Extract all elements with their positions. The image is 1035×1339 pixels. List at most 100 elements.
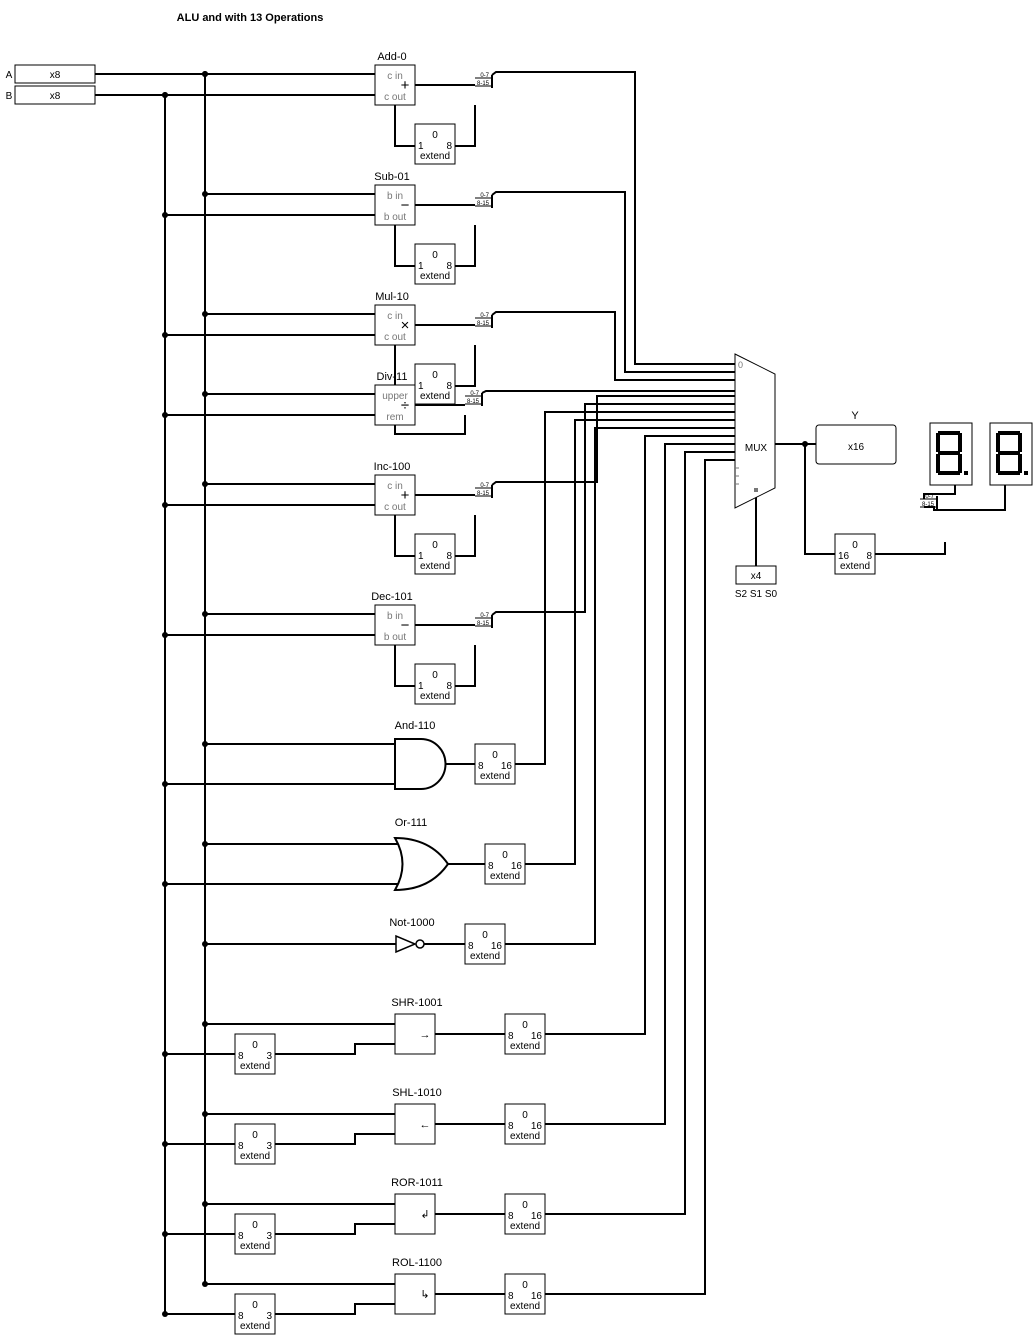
shifter-icon: ↳ <box>420 1289 429 1301</box>
mux-block <box>734 353 776 509</box>
wire <box>875 542 946 555</box>
mux-select-port <box>754 488 758 492</box>
display-segment <box>938 431 960 435</box>
shifter-extend-box <box>504 1103 546 1145</box>
wire <box>455 225 476 267</box>
splitter-low-label: 0-7 <box>480 313 489 319</box>
extend-in-width: 8 <box>508 1211 514 1222</box>
arith-top-port: c in <box>387 481 403 492</box>
and-title: And-110 <box>395 720 436 732</box>
splitter-low-label: 0-7 <box>470 391 479 397</box>
wire <box>491 403 735 616</box>
arith-title: Mul-10 <box>375 291 409 303</box>
shifter-block <box>394 1273 436 1315</box>
or-gate <box>393 836 450 892</box>
extend-zero: 0 <box>852 540 858 551</box>
arith-op-symbol: − <box>401 617 410 634</box>
wire <box>455 105 476 147</box>
input-a-pin <box>14 64 96 84</box>
arith-block <box>374 604 416 646</box>
shifter-icon: → <box>420 1029 431 1041</box>
wire <box>491 311 735 381</box>
splitter-low-label: 0-7 <box>480 613 489 619</box>
extend-label: extend <box>470 951 500 962</box>
arith-op-symbol: + <box>401 487 410 504</box>
arith-block <box>374 384 416 426</box>
shifter-extend-box <box>504 1273 546 1315</box>
shifter-block <box>394 1103 436 1145</box>
carry-extend-box <box>414 123 456 165</box>
junction-dot <box>162 1051 168 1057</box>
shifter-icon: ← <box>420 1119 431 1131</box>
junction-dot <box>162 212 168 218</box>
extend-in-width: 8 <box>238 1231 244 1242</box>
extend-out-width: 3 <box>266 1141 272 1152</box>
splitter-high-label: 8-15 <box>467 399 480 405</box>
junction-dot <box>162 92 168 98</box>
wire <box>394 225 415 267</box>
extend-out-width: 16 <box>531 1031 543 1042</box>
extend-in-width: 1 <box>418 261 424 272</box>
junction-dot <box>202 1281 208 1287</box>
shifter-block <box>394 1013 436 1055</box>
extend-label: extend <box>420 691 450 702</box>
display-digit-value: 8. <box>949 479 952 484</box>
extend-in-width: 8 <box>238 1141 244 1152</box>
arith-bottom-port: c out <box>384 332 406 343</box>
wire <box>505 427 735 945</box>
extend-zero: 0 <box>502 850 508 861</box>
extend-zero: 0 <box>492 750 498 761</box>
arith-op-symbol: ÷ <box>401 397 409 414</box>
extend-zero: 0 <box>482 930 488 941</box>
input-b-label: B <box>6 91 13 102</box>
extend-label: extend <box>420 151 450 162</box>
junction-dot <box>202 741 208 747</box>
arith-block <box>374 304 416 346</box>
not-extend-box <box>464 923 506 965</box>
display-segment <box>996 433 1000 452</box>
splitter-high-label: 8-15 <box>477 321 490 327</box>
splitter-high-label: 8-15 <box>922 502 935 508</box>
display-segment <box>958 454 962 473</box>
junction-dot <box>202 1201 208 1207</box>
extend-out-width: 16 <box>501 761 513 772</box>
shifter-extend-box <box>504 1013 546 1055</box>
extend-zero: 0 <box>522 1020 528 1031</box>
arith-block <box>374 474 416 516</box>
shifter-block <box>394 1193 436 1235</box>
splitter-low-label: 0-7 <box>480 193 489 199</box>
extend-label: extend <box>490 871 520 882</box>
arith-bottom-port: c out <box>384 502 406 513</box>
display-segment <box>1018 454 1022 473</box>
extend-label: extend <box>420 561 450 572</box>
and-gate <box>394 738 447 790</box>
junction-dot <box>162 502 168 508</box>
junction-dot <box>162 412 168 418</box>
wire <box>394 415 466 435</box>
extend-in-width: 1 <box>418 551 424 562</box>
shifter-title: SHL-1010 <box>392 1087 442 1099</box>
extend-zero: 0 <box>432 130 438 141</box>
extend-zero: 0 <box>432 370 438 381</box>
select-pin <box>735 565 777 585</box>
extend-out-width: 8 <box>446 261 452 272</box>
extend-label: extend <box>240 1241 270 1252</box>
wire <box>455 345 476 387</box>
shifter-title: ROL-1100 <box>392 1257 442 1269</box>
splitter-high-label: 8-15 <box>477 201 490 207</box>
arith-op-symbol: × <box>401 317 410 334</box>
extend-label: extend <box>420 271 450 282</box>
display-segment <box>998 451 1020 455</box>
wire <box>545 459 735 1295</box>
carry-extend-box <box>414 663 456 705</box>
junction-dot <box>202 611 208 617</box>
extend-label: extend <box>480 771 510 782</box>
wire <box>545 451 735 1215</box>
carry-extend-box <box>414 363 456 405</box>
or-title: Or-111 <box>395 817 428 829</box>
junction-dot <box>202 1021 208 1027</box>
input-a-width: x8 <box>50 70 61 81</box>
extend-zero: 0 <box>522 1200 528 1211</box>
